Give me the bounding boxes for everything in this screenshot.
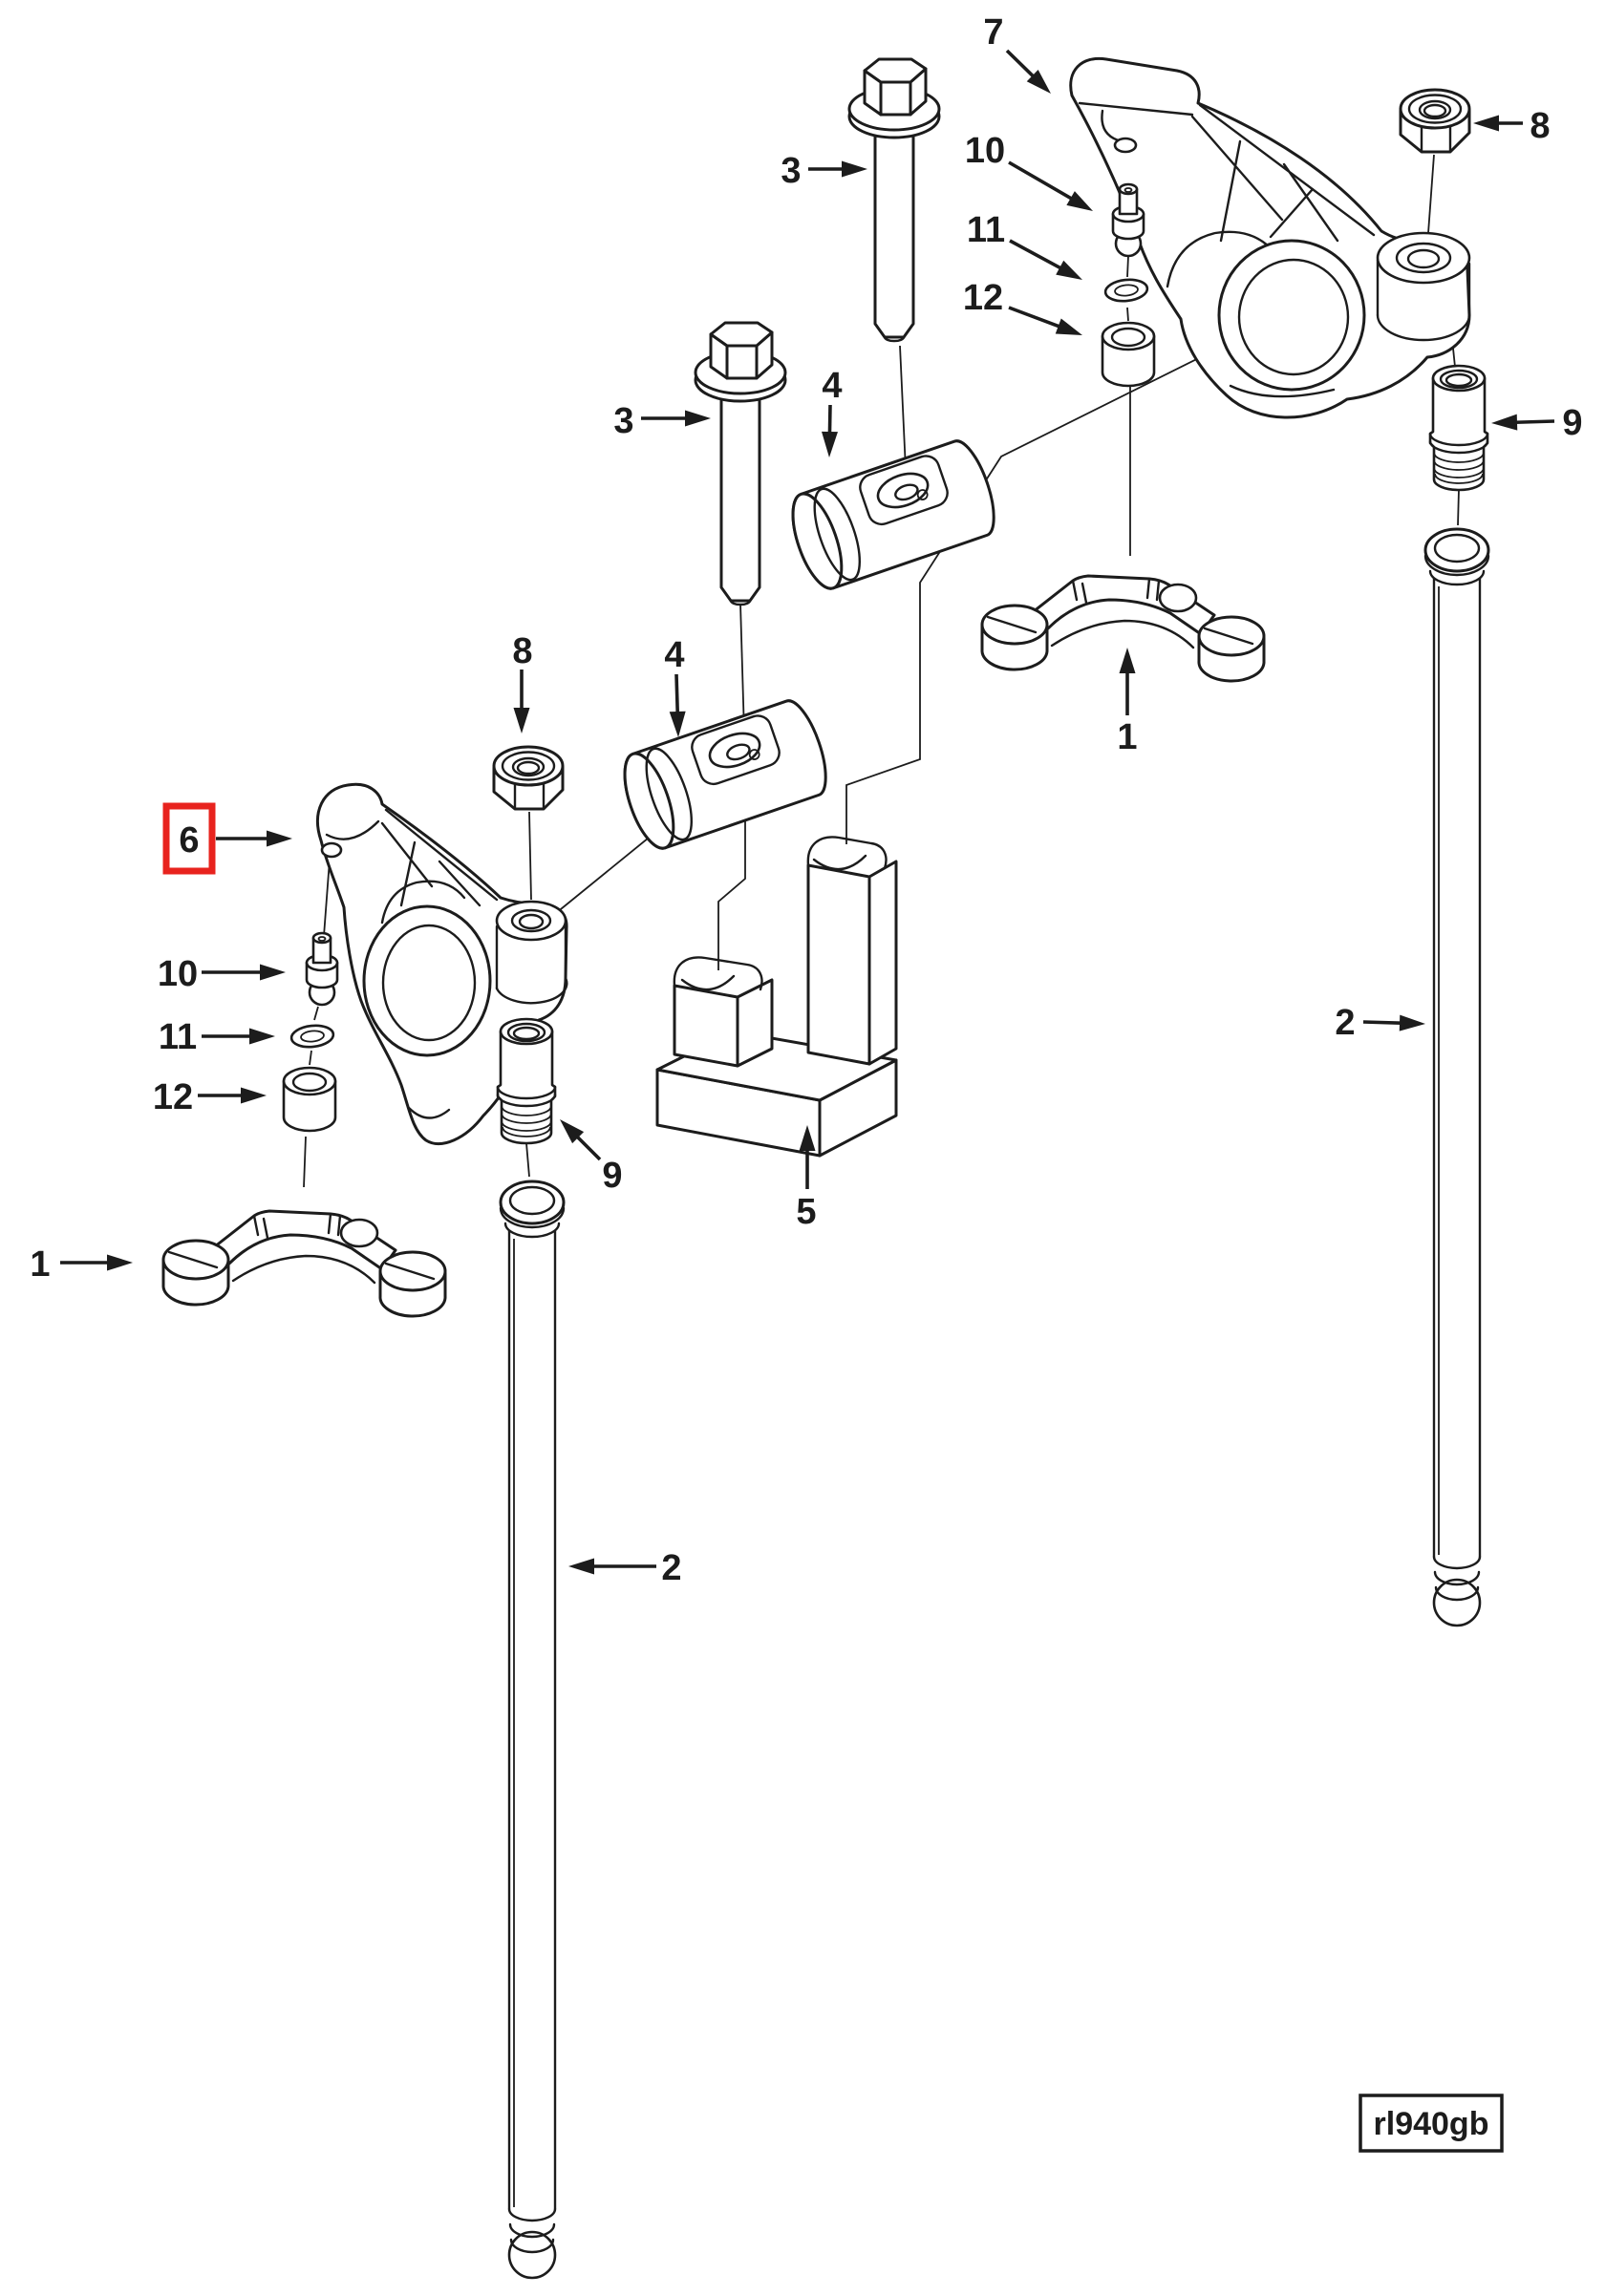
callout-label: 7 bbox=[983, 12, 1003, 53]
assembly-axis-lines bbox=[303, 154, 1460, 1188]
callout-label: 11 bbox=[967, 210, 1005, 250]
rocker-shaft-left bbox=[613, 693, 837, 856]
callout-label: 12 bbox=[153, 1077, 193, 1117]
callout-4-7[interactable]: 4 bbox=[821, 366, 843, 457]
callout-2-20[interactable]: 2 bbox=[568, 1548, 682, 1588]
valve-bridge-left bbox=[161, 1209, 447, 1318]
callout-label: 6 bbox=[179, 820, 199, 861]
callout-3-1[interactable]: 3 bbox=[781, 151, 867, 191]
callout-label: 9 bbox=[602, 1156, 622, 1196]
callout-8-5[interactable]: 8 bbox=[1473, 106, 1551, 146]
callout-1-15[interactable]: 1 bbox=[1117, 648, 1138, 757]
callout-11-13[interactable]: 11 bbox=[159, 1017, 275, 1057]
retaining-ring-right bbox=[1102, 276, 1150, 305]
mounting-bolt-left bbox=[694, 321, 787, 606]
callout-9-8[interactable]: 9 bbox=[1491, 403, 1583, 443]
callout-label: 12 bbox=[963, 278, 1003, 318]
callout-label: 10 bbox=[158, 954, 198, 994]
callout-label: 1 bbox=[30, 1244, 50, 1285]
pedestal-bracket bbox=[655, 836, 898, 1158]
socket-adapter-left bbox=[496, 1017, 557, 1145]
rocker-lever-7 bbox=[1069, 56, 1471, 419]
callout-10-2[interactable]: 10 bbox=[965, 131, 1093, 211]
callout-label: 3 bbox=[613, 401, 633, 441]
callout-12-14[interactable]: 12 bbox=[153, 1077, 267, 1117]
callout-9-16[interactable]: 9 bbox=[560, 1119, 623, 1196]
callout-label: 4 bbox=[664, 635, 684, 675]
callout-label: 9 bbox=[1562, 403, 1582, 443]
callout-label: 2 bbox=[661, 1548, 681, 1588]
callout-label: 4 bbox=[822, 366, 842, 406]
callout-4-10[interactable]: 4 bbox=[664, 635, 686, 737]
callout-label: 2 bbox=[1335, 1003, 1355, 1043]
callout-2-18[interactable]: 2 bbox=[1335, 1003, 1425, 1043]
adjusting-nut-right bbox=[1399, 88, 1471, 154]
callout-3-6[interactable]: 3 bbox=[613, 401, 711, 441]
rocker-shaft-top bbox=[781, 434, 1005, 596]
callout-label: 1 bbox=[1117, 717, 1137, 757]
socket-adapter-right bbox=[1428, 364, 1489, 492]
callout-12-4[interactable]: 12 bbox=[963, 278, 1082, 335]
callout-5-17[interactable]: 5 bbox=[796, 1125, 817, 1232]
callout-10-12[interactable]: 10 bbox=[158, 954, 286, 994]
callout-1-19[interactable]: 1 bbox=[30, 1244, 133, 1285]
adjusting-screw-left bbox=[305, 931, 339, 1007]
callout-7-0[interactable]: 7 bbox=[983, 12, 1051, 94]
callout-label: 3 bbox=[781, 151, 801, 191]
insert-cup-left bbox=[282, 1066, 337, 1133]
callout-11-3[interactable]: 11 bbox=[967, 210, 1082, 280]
figure-code-label: rl940gb bbox=[1374, 2106, 1489, 2142]
callout-8-9[interactable]: 8 bbox=[512, 631, 533, 733]
figure-code-box: rl940gb bbox=[1359, 2094, 1504, 2153]
mounting-bolt-top bbox=[847, 57, 941, 343]
callout-label: 8 bbox=[1530, 106, 1550, 146]
adjusting-nut-left bbox=[492, 745, 565, 811]
highlight-box bbox=[162, 802, 216, 875]
callout-label: 10 bbox=[965, 131, 1005, 171]
push-rod-left bbox=[499, 1180, 566, 2280]
insert-cup-right bbox=[1101, 321, 1156, 388]
callout-label: 8 bbox=[512, 631, 532, 671]
callout-6-11[interactable]: 6 bbox=[162, 802, 292, 875]
callout-label: 5 bbox=[796, 1192, 816, 1232]
push-rod-right bbox=[1423, 527, 1490, 1627]
callout-label: 11 bbox=[159, 1017, 197, 1057]
retaining-ring-left bbox=[289, 1022, 336, 1051]
